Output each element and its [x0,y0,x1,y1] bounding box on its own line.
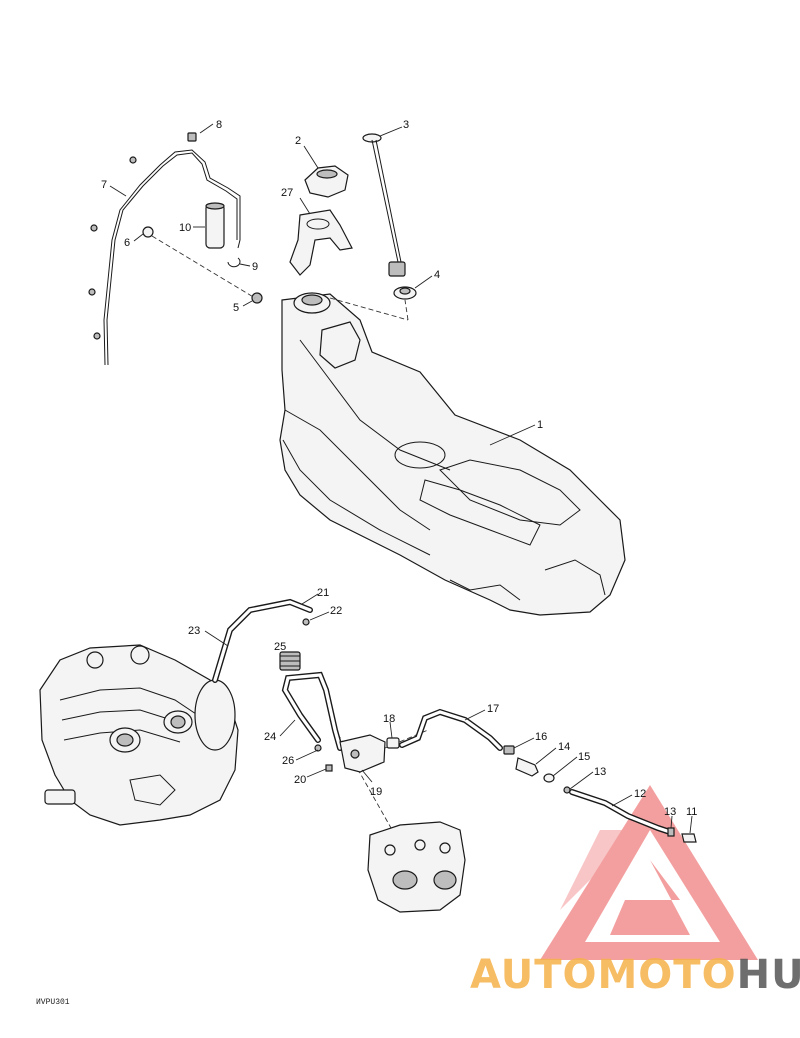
callout-27: 27 [281,187,293,199]
callout-2: 2 [295,135,301,147]
hose-clamp-22 [302,618,310,626]
watermark-text: AUTOMOTOHUB [470,952,800,998]
callout-15: 15 [578,751,590,763]
hose-clamp-13b [667,827,675,837]
fuel-line-12 [569,789,673,835]
fuel-line-upper [212,598,313,683]
callout-11: 11 [686,806,697,818]
connector-18 [386,737,400,749]
callout-18: 18 [383,713,395,725]
callout-1: 1 [537,419,543,431]
fuel-pump [339,734,386,773]
fuel-tank [279,292,626,616]
cap-bracket [289,209,353,276]
callout-25: 25 [274,641,286,653]
callout-22: 22 [330,605,342,617]
callout-24: 24 [264,731,276,743]
callout-4: 4 [434,269,440,281]
vent-nut [251,292,263,304]
fuel-hose-17 [399,708,503,751]
callout-7: 7 [101,179,107,191]
callout-16: 16 [535,731,547,743]
vent-hose [205,202,225,249]
callout-5: 5 [233,302,239,314]
callout-21: 21 [317,587,329,599]
callout-20: 20 [294,774,306,786]
callout-8: 8 [216,119,222,131]
fuel-line-loop [281,671,343,751]
svg-text:AUTOMOTOHUB: AUTOMOTOHUB [470,952,800,998]
vent-clip [187,132,197,142]
carburetors [367,821,466,913]
engine [39,644,239,826]
fuel-cap [304,165,349,198]
callout-10: 10 [179,222,191,234]
fitting-26 [314,744,322,752]
fitting-20 [325,764,333,772]
brand-part1: AUTOMOTO [470,952,737,998]
fitting-16 [503,745,515,755]
connector-11 [681,833,697,843]
callout-14: 14 [558,741,570,753]
brand-part2: HUB [737,952,800,998]
fuel-gauge-rod [362,133,406,277]
callout-labels: 1 2 3 4 5 6 7 8 9 10 11 12 13 13 14 15 1… [101,119,697,818]
leader-lines [109,123,536,446]
vent-valve [142,226,154,238]
callout-26: 26 [282,755,294,767]
callout-19: 19 [370,786,382,798]
grommet [393,286,417,300]
callout-6: 6 [124,237,130,249]
callout-23: 23 [188,625,200,637]
filter-cap-15 [543,773,555,783]
spring [279,651,301,671]
watermark-logo [540,785,758,960]
hose-clamp [227,257,241,268]
drawing-code: ИVPU301 [36,998,70,1007]
callout-3: 3 [403,119,409,131]
leader-lines-lower [204,593,693,834]
callout-9: 9 [252,261,258,273]
vent-line [88,149,241,366]
callout-12: 12 [634,788,646,800]
callout-17: 17 [487,703,499,715]
callout-13b: 13 [664,806,676,818]
fuel-filter-14 [515,757,539,777]
callout-13a: 13 [594,766,606,778]
